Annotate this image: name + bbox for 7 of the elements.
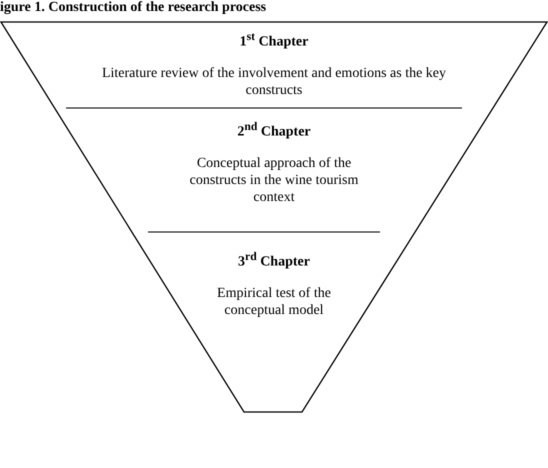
chapter-heading: 1$^{st}$ Chapter xyxy=(240,29,308,51)
chapter-description: Literature review of the involvement and emotions as the key constructs xyxy=(100,64,448,99)
chapter-heading: 3$^{rd}$ Chapter xyxy=(238,249,310,271)
chapter-description: Empirical test of the conceptual model xyxy=(216,284,332,319)
figure-title: igure 1. Construction of the research process xyxy=(0,0,266,16)
chapter-heading: 2$^{nd}$ Chapter xyxy=(237,119,311,141)
chapter-description: Conceptual approach of the constructs in the wine tourism context xyxy=(188,154,360,206)
